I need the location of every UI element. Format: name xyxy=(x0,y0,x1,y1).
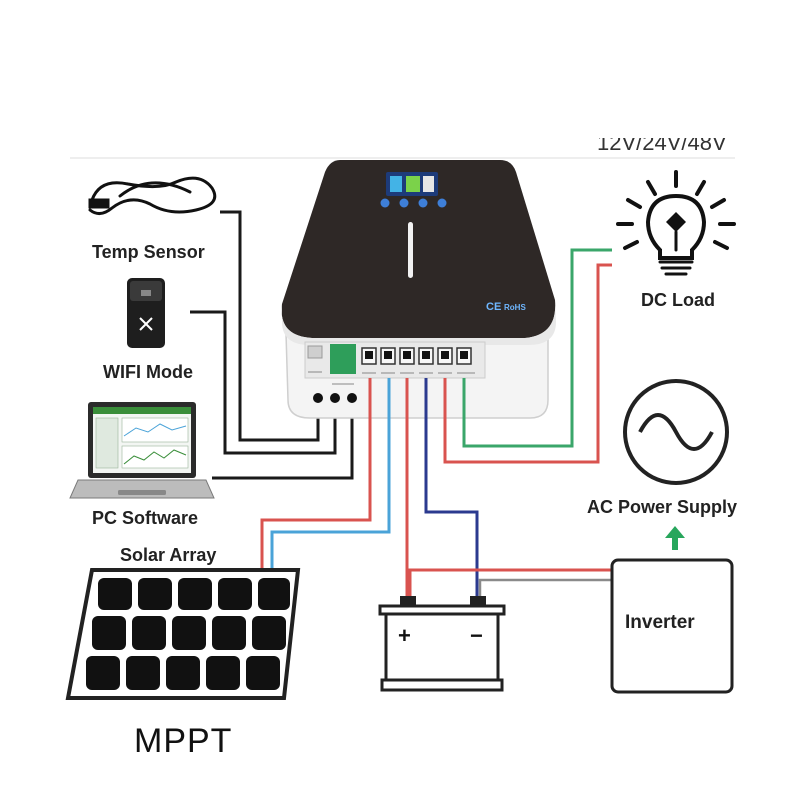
laptop-illustration xyxy=(69,402,215,499)
wire-pc xyxy=(212,398,354,480)
ac-sine-icon xyxy=(623,379,729,485)
wire-inverter-positive xyxy=(408,568,612,598)
wire-load-positive xyxy=(443,263,612,464)
inverter-box xyxy=(610,558,734,694)
rs485-port xyxy=(307,345,323,359)
controller-button-3 xyxy=(418,198,428,208)
battery-plus-sign: + xyxy=(398,623,411,648)
battery-illustration xyxy=(378,596,506,692)
light-bulb-icon xyxy=(616,170,736,276)
temp-sensor-illustration xyxy=(88,176,217,215)
wire-solar-negative xyxy=(270,378,391,570)
wire-inverter-negative xyxy=(478,578,612,598)
temp-sensor-label: Temp Sensor xyxy=(92,242,205,262)
solar-panel-illustration xyxy=(65,568,301,700)
battery-minus-sign: − xyxy=(470,623,483,648)
comm-terminal xyxy=(330,344,356,374)
wifi-mode-label: WIFI Mode xyxy=(103,362,193,382)
dc-load-label: DC Load xyxy=(641,290,715,310)
ac-power-supply-label: AC Power Supply xyxy=(587,497,738,517)
wifi-module-illustration xyxy=(127,278,165,348)
pc-software-label: PC Software xyxy=(92,508,199,528)
wire-solar-positive xyxy=(260,378,372,570)
battery-positive-post xyxy=(400,596,416,607)
voltage-heading: 12V/24V/48V xyxy=(597,130,727,155)
controller-button-1 xyxy=(380,198,390,208)
arrow-up-icon xyxy=(665,526,685,550)
wire-battery-negative xyxy=(424,378,479,598)
mppt-controller: CE RoHS xyxy=(281,160,556,419)
inverter-label: Inverter xyxy=(625,612,695,633)
wire-temp-sensor xyxy=(220,210,320,442)
controller-light-strip xyxy=(408,222,413,278)
controller-button-2 xyxy=(399,198,409,208)
wire-wifi xyxy=(190,310,337,455)
mppt-title: MPPT xyxy=(134,722,233,760)
wire-load-negative xyxy=(462,248,612,448)
solar-array-label: Solar Array xyxy=(120,545,217,565)
controller-button-4 xyxy=(437,198,447,208)
ce-mark: CE xyxy=(486,301,501,313)
rohs-mark: RoHS xyxy=(504,303,526,312)
battery-negative-post xyxy=(470,596,486,607)
